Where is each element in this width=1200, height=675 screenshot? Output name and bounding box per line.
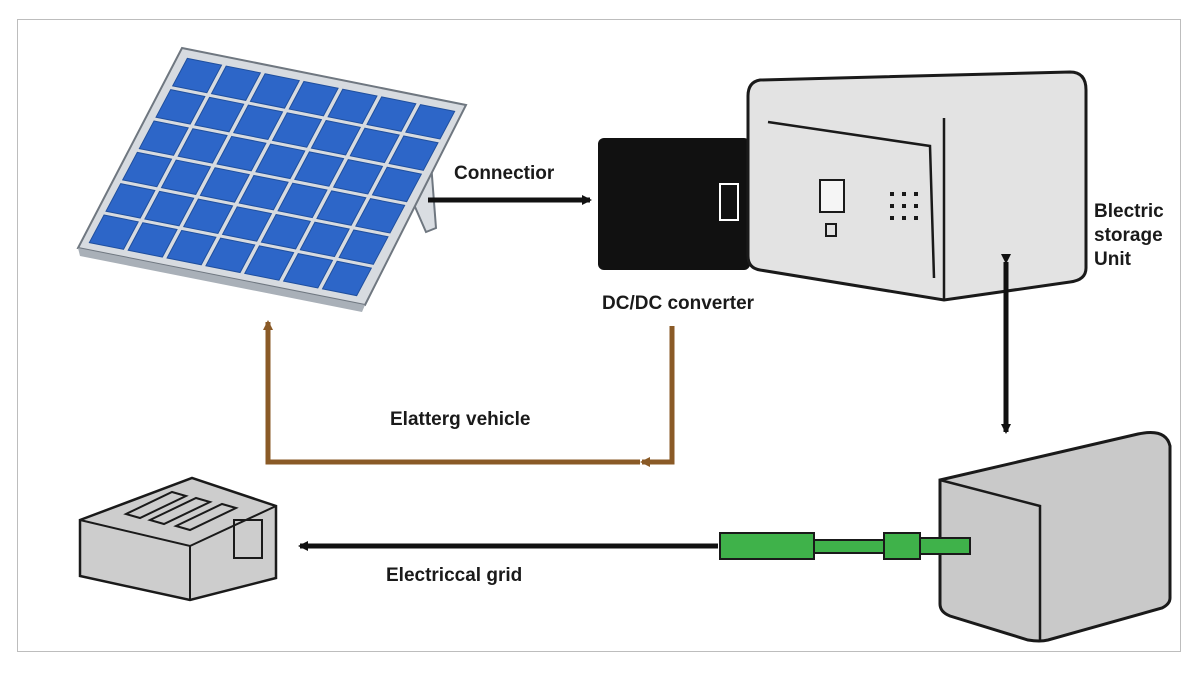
solar-panel-icon: [76, 46, 468, 312]
solar-cell: [277, 182, 328, 219]
solar-cell: [232, 104, 284, 141]
solar-cell: [271, 112, 323, 148]
solar-cell: [171, 57, 223, 94]
solar-cell: [255, 143, 306, 180]
solar-cell: [405, 104, 456, 140]
solar-cell: [355, 198, 406, 234]
grid-box-icon: [78, 476, 278, 602]
solar-cell: [160, 159, 212, 195]
vehicle-loop-arrow-up: [263, 320, 640, 465]
solar-cell: [288, 80, 339, 117]
diagram-frame: [17, 19, 1181, 652]
vent-dot: [902, 216, 906, 220]
vent-dot: [914, 192, 918, 196]
solar-cell: [332, 159, 384, 195]
solar-cell: [238, 174, 289, 211]
vent-dot: [914, 216, 918, 220]
vent-dot: [914, 204, 918, 208]
solar-cell: [221, 206, 273, 242]
solar-cell: [88, 214, 139, 250]
solar-cell: [199, 167, 250, 203]
vent-dot: [890, 192, 894, 196]
storage-unit-icon: [746, 70, 1088, 302]
solar-cell: [210, 65, 262, 101]
storage-label-line2: storage: [1094, 225, 1163, 246]
vent-dot: [902, 204, 906, 208]
solar-cell: [121, 151, 173, 188]
storage-label: Blectric storage Unit: [1094, 200, 1200, 272]
vent-dot: [890, 204, 894, 208]
solar-cell: [182, 198, 234, 235]
solar-cell: [127, 222, 178, 258]
solar-cell: [216, 135, 267, 172]
solar-cell: [260, 213, 312, 250]
converter-label: DC/DC converter: [602, 293, 755, 314]
battery-box-icon: [938, 431, 1172, 643]
solar-cell: [388, 135, 439, 171]
solar-cell: [194, 96, 245, 133]
dc-dc-converter-icon: [598, 138, 750, 270]
storage-label-line1: Blectric: [1094, 201, 1164, 222]
connection-label: Connectior: [454, 163, 555, 184]
storage-label-line3: Unit: [1094, 249, 1131, 270]
solar-cell: [299, 221, 350, 258]
solar-cell: [144, 190, 195, 227]
solar-cell: [155, 89, 206, 125]
solar-cell: [205, 237, 256, 274]
solar-cell: [349, 127, 400, 164]
solar-cell: [371, 166, 423, 203]
vehicle-label: Elatterg vehicle: [390, 409, 531, 430]
solar-cell: [321, 260, 373, 297]
solar-cell: [105, 183, 156, 219]
solar-cell: [166, 229, 217, 266]
grid-label: Electriccal grid: [386, 565, 523, 586]
plug-icon: [719, 532, 971, 560]
vent-dot: [902, 192, 906, 196]
vehicle-loop-arrow-right: [640, 326, 675, 467]
solar-cell: [249, 73, 300, 109]
solar-cell: [316, 190, 367, 226]
vent-dot: [890, 216, 894, 220]
solar-cell: [282, 253, 334, 289]
solar-cell: [294, 151, 345, 187]
solar-cell: [244, 245, 295, 281]
solar-cell: [366, 96, 417, 132]
solar-cell: [327, 88, 378, 125]
solar-cell: [138, 120, 189, 156]
solar-cell: [338, 229, 389, 265]
solar-cell: [310, 119, 362, 156]
solar-cell: [177, 128, 228, 164]
